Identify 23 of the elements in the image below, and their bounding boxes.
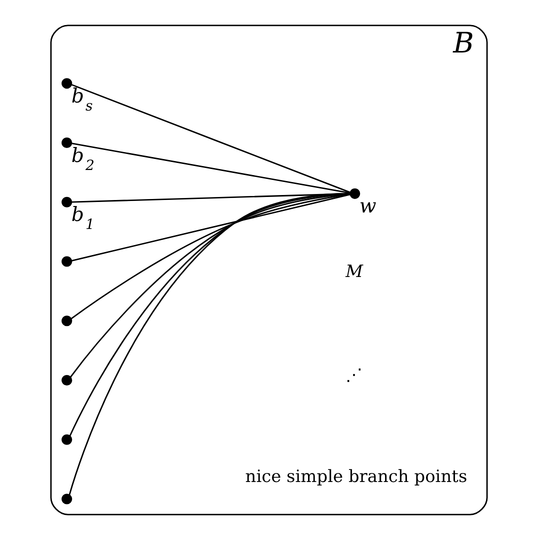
node-circle <box>62 374 72 386</box>
connector <box>68 192 350 496</box>
node-circle <box>62 78 72 89</box>
label: ⋰ <box>346 364 363 384</box>
node-label: b$_{s}$ <box>71 84 93 114</box>
node-circle <box>62 434 72 445</box>
label: nice simple branch points <box>245 466 468 486</box>
connector <box>69 193 350 436</box>
node-circle <box>350 188 360 199</box>
connector <box>70 193 350 320</box>
connector <box>71 84 350 194</box>
node-label: b$_{2}$ <box>71 144 95 174</box>
node-label: w <box>359 194 376 218</box>
node-circle <box>62 316 72 326</box>
node-circle <box>62 137 72 148</box>
node-circle <box>62 256 72 267</box>
label: M <box>346 261 364 282</box>
connector <box>71 194 350 262</box>
node-label: b$_{1}$ <box>71 203 95 234</box>
connector <box>70 193 350 378</box>
connector <box>71 142 350 194</box>
node-circle <box>62 494 72 504</box>
node-circle <box>62 196 72 208</box>
